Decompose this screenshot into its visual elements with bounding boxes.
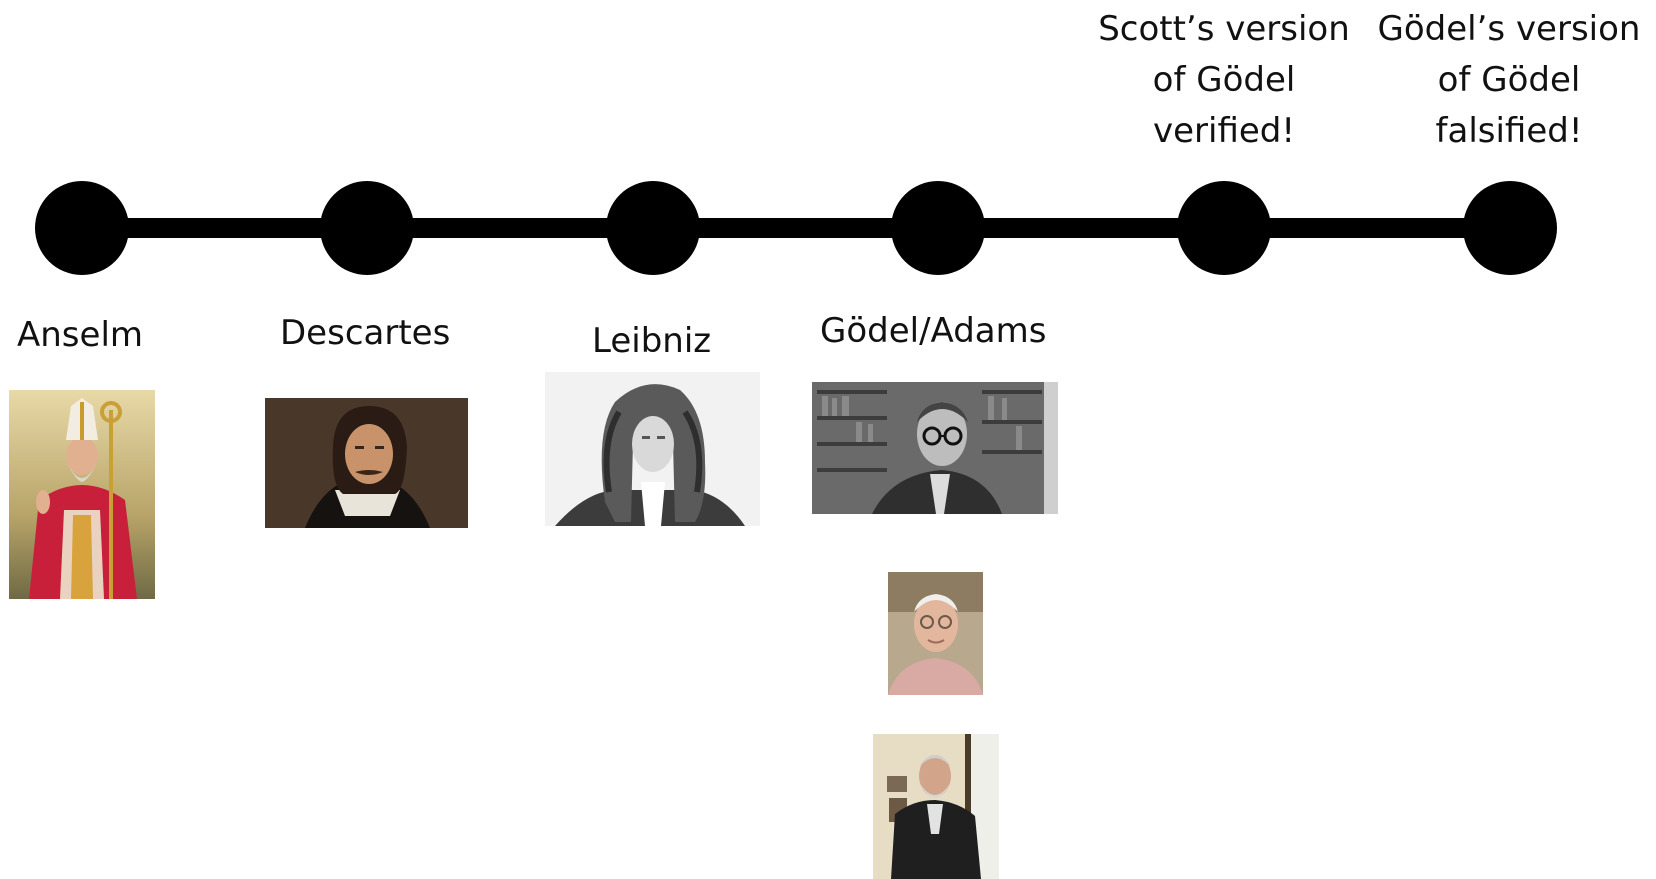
timeline-node-anselm xyxy=(35,181,129,275)
event-line: Gödel’s version xyxy=(1377,9,1641,49)
label-descartes: Descartes xyxy=(280,313,451,353)
event-line: verified! xyxy=(1152,111,1295,151)
label-godel-adams: Gödel/Adams xyxy=(820,311,1047,351)
label-leibniz: Leibniz xyxy=(592,321,712,361)
event-line: of Gödel xyxy=(1152,60,1296,100)
label-anselm: Anselm xyxy=(17,315,144,355)
event-line: falsified! xyxy=(1435,111,1583,151)
timeline-node-scott-verified xyxy=(1177,181,1271,275)
timeline-node-descartes xyxy=(320,181,414,275)
timeline-node-godel-adams xyxy=(891,181,985,275)
godel-portrait xyxy=(812,382,1058,514)
leibniz-portrait xyxy=(545,372,760,526)
timeline-node-leibniz xyxy=(606,181,700,275)
event-godel-falsified: Gödel’s version of Gödel falsified! xyxy=(1374,4,1644,157)
oppenheimer-portrait xyxy=(873,734,999,879)
event-line: Scott’s version xyxy=(1098,9,1350,49)
anselm-portrait xyxy=(9,390,155,599)
event-line: of Gödel xyxy=(1437,60,1581,100)
descartes-portrait xyxy=(265,398,468,528)
event-scott-verified: Scott’s version of Gödel verified! xyxy=(1089,4,1359,157)
adams-portrait xyxy=(888,572,983,695)
timeline-node-godel-falsified xyxy=(1463,181,1557,275)
